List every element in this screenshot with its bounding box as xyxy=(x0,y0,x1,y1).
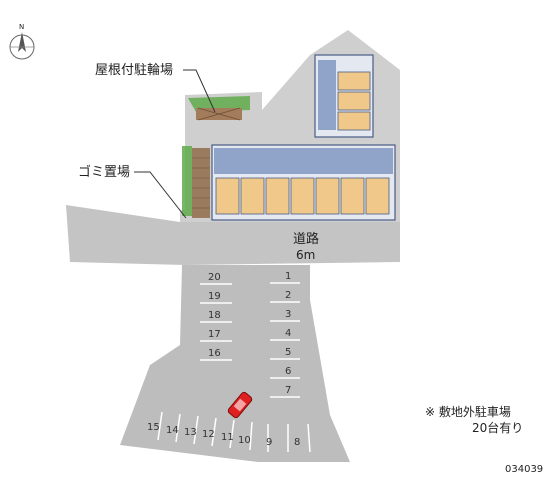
stall-number: 13 xyxy=(184,427,197,438)
stall-number: 6 xyxy=(285,366,291,377)
stall-number: 14 xyxy=(166,425,179,436)
stall-number: 11 xyxy=(221,432,234,443)
stall-number: 16 xyxy=(208,348,221,359)
stall-number: 2 xyxy=(285,290,291,301)
parking-lot xyxy=(120,265,350,462)
offsite-parking-note-2: 20台有り xyxy=(472,420,523,435)
stall-lines-left xyxy=(200,283,232,361)
stall-number: 20 xyxy=(208,272,221,283)
bicycle-label-leader xyxy=(183,69,216,113)
stall-number: 1 xyxy=(285,271,291,282)
stall-number: 19 xyxy=(208,291,221,302)
bicycle-parking-roof xyxy=(196,107,242,121)
building-upper xyxy=(314,54,374,138)
bicycle-parking-label: 屋根付駐輪場 xyxy=(95,62,173,78)
building-lower xyxy=(211,144,396,221)
highlighted-car-icon xyxy=(227,391,253,419)
garbage-area-label: ゴミ置場 xyxy=(78,164,130,180)
stall-lines-bottom xyxy=(157,411,311,453)
road-width-label: 6m xyxy=(296,248,315,262)
garbage-area-block xyxy=(192,148,210,218)
stall-number: 12 xyxy=(202,429,215,440)
garbage-label-leader xyxy=(134,171,187,219)
road-label: 道路 xyxy=(293,231,319,247)
road xyxy=(66,205,400,265)
stall-number: 7 xyxy=(285,385,291,396)
stall-lines-right xyxy=(270,282,300,398)
reference-code: 034039 xyxy=(505,464,543,475)
stall-number: 3 xyxy=(285,309,291,320)
stall-number: 17 xyxy=(208,329,221,340)
stall-number: 9 xyxy=(266,437,272,448)
greenery-left xyxy=(182,146,192,216)
north-arrow-icon: N xyxy=(9,23,35,60)
offsite-parking-note-1: ※ 敷地外駐車場 xyxy=(425,404,511,419)
stall-number: 18 xyxy=(208,310,221,321)
stall-number: 4 xyxy=(285,328,291,339)
stall-number: 8 xyxy=(294,437,300,448)
stall-number: 5 xyxy=(285,347,291,358)
stall-number: 10 xyxy=(238,435,251,446)
stall-number: 15 xyxy=(147,422,160,433)
compass-label: N xyxy=(19,23,24,31)
